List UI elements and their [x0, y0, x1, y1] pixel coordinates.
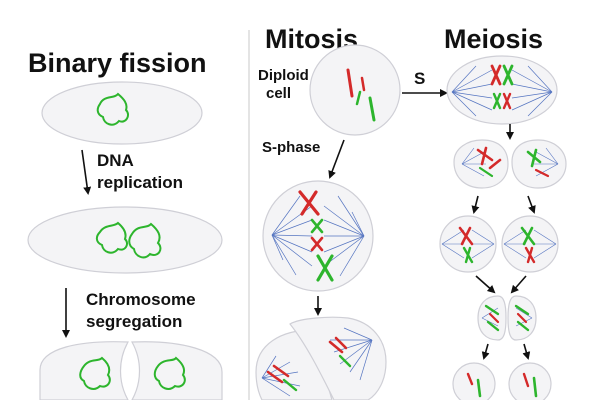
arrow-meiosis-3-left	[475, 275, 496, 294]
label-dna: DNA	[97, 151, 134, 170]
label-cell: cell	[266, 85, 291, 102]
bacterium-cell-3-dividing	[39, 341, 223, 400]
bacterial-dna-loop	[96, 92, 129, 126]
label-segregation: segregation	[86, 312, 182, 331]
mitosis-metaphase-cell	[262, 180, 374, 292]
bacterium-cell-1	[41, 81, 203, 145]
bacterial-dna-loop-right	[128, 222, 162, 259]
mitosis-dividing-cell	[255, 316, 387, 400]
diploid-cell	[309, 44, 401, 136]
label-s: S	[414, 69, 425, 88]
arrow-meiosis-4-right	[522, 343, 531, 360]
arrow-s-phase	[328, 139, 345, 179]
meiosis-i-dividing-cell	[453, 139, 567, 189]
arrow-meiosis-3-right	[510, 275, 527, 294]
daughter-dna-loop-left	[79, 356, 111, 390]
meiosis-ii-cell-left	[439, 215, 497, 273]
arrow-meiosis-2-right	[527, 195, 536, 214]
label-s-phase: S-phase	[262, 139, 320, 156]
label-diploid: Diploid	[258, 67, 309, 84]
daughter-dna-loop-right	[153, 356, 186, 390]
bacterium-cell-2	[27, 206, 223, 274]
arrow-dna-replication	[81, 149, 92, 195]
bacterial-dna-loop-left	[95, 221, 128, 254]
meiosis-ii-cell-right	[501, 215, 559, 273]
meiosis-metaphase-i-cell	[446, 55, 558, 125]
title-binary-fission: Binary fission	[28, 48, 207, 78]
title-meiosis: Meiosis	[444, 24, 543, 54]
arrow-meiosis-2-left	[471, 195, 480, 214]
meiosis-ii-dividing-cell	[477, 295, 537, 341]
label-replication: replication	[97, 173, 183, 192]
arrow-meiosis-4-left	[481, 343, 490, 360]
label-chromosome: Chromosome	[86, 290, 196, 309]
meiosis-gamete-right	[508, 362, 552, 400]
meiosis-gamete-left	[452, 362, 496, 400]
